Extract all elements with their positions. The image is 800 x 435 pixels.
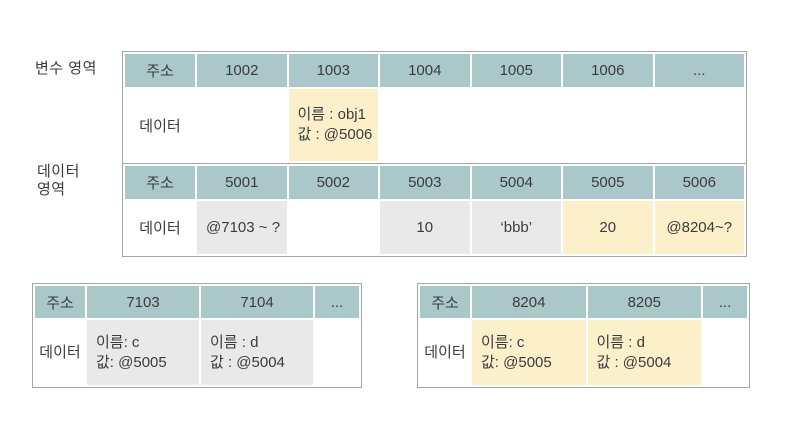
- cell-1004-data: [380, 89, 470, 161]
- addr-1002: 1002: [197, 54, 287, 87]
- data-row-label: 데이터: [420, 320, 470, 385]
- cell-1002-data: [197, 89, 287, 161]
- addr-5002: 5002: [288, 166, 378, 199]
- heap-table-8204: 주소 8204 8205 ... 데이터 이름: c 값: @5005 이름 :…: [417, 283, 750, 388]
- cell-7104-prop-d: 이름 : d 값 : @5004: [201, 320, 313, 385]
- addr-5006: 5006: [654, 166, 744, 199]
- cell-1003-obj1: 이름 : obj1 값 : @5006: [288, 89, 378, 161]
- addr-8205: 8205: [587, 286, 701, 318]
- variable-area-table: 주소 1002 1003 1004 1005 1006 ... 데이터 이름 :…: [122, 51, 747, 164]
- cell-5001-pointer: @7103 ~ ?: [197, 201, 287, 254]
- cell-1005-data: [471, 89, 561, 161]
- addr-7104: 7104: [201, 286, 313, 318]
- addr-ellipsis: ...: [654, 54, 744, 87]
- address-row-header: 주소: [420, 286, 470, 318]
- address-row-header: 주소: [35, 286, 85, 318]
- data-row-label: 데이터: [125, 89, 195, 161]
- variable-area-label: 변수 영역: [35, 60, 97, 77]
- addr-5001: 5001: [197, 166, 287, 199]
- cell-5003-value: 10: [380, 201, 470, 254]
- addr-1003: 1003: [288, 54, 378, 87]
- cell-5004-value: ‘bbb’: [471, 201, 561, 254]
- heap-table-7103: 주소 7103 7104 ... 데이터 이름: c 값: @5005 이름 :…: [32, 283, 362, 388]
- addr-ellipsis: ...: [703, 286, 747, 318]
- addr-7103: 7103: [87, 286, 199, 318]
- addr-8204: 8204: [472, 286, 586, 318]
- cell-1006-data: [563, 89, 653, 161]
- data-row-label: 데이터: [35, 320, 85, 385]
- cell-5006-pointer: @8204~?: [654, 201, 744, 254]
- data-area-label: 데이터 영역: [37, 163, 80, 198]
- addr-1006: 1006: [563, 54, 653, 87]
- cell-5005-value: 20: [563, 201, 653, 254]
- addr-5005: 5005: [563, 166, 653, 199]
- cell-8205-prop-d: 이름 : d 값 : @5004: [587, 320, 701, 385]
- cell-8204-prop-c: 이름: c 값: @5005: [472, 320, 586, 385]
- data-area-table: 주소 5001 5002 5003 5004 5005 5006 데이터 @71…: [122, 163, 747, 257]
- addr-1004: 1004: [380, 54, 470, 87]
- addr-5004: 5004: [471, 166, 561, 199]
- cell-7103-prop-c: 이름: c 값: @5005: [87, 320, 199, 385]
- address-row-header: 주소: [125, 54, 195, 87]
- addr-1005: 1005: [471, 54, 561, 87]
- cell-ellipsis-data: [654, 89, 744, 161]
- addr-5003: 5003: [380, 166, 470, 199]
- data-row-label: 데이터: [125, 201, 195, 254]
- addr-ellipsis: ...: [315, 286, 359, 318]
- cell-ellipsis-data: [703, 320, 747, 385]
- cell-5002-data: [288, 201, 378, 254]
- cell-ellipsis-data: [315, 320, 359, 385]
- address-row-header: 주소: [125, 166, 195, 199]
